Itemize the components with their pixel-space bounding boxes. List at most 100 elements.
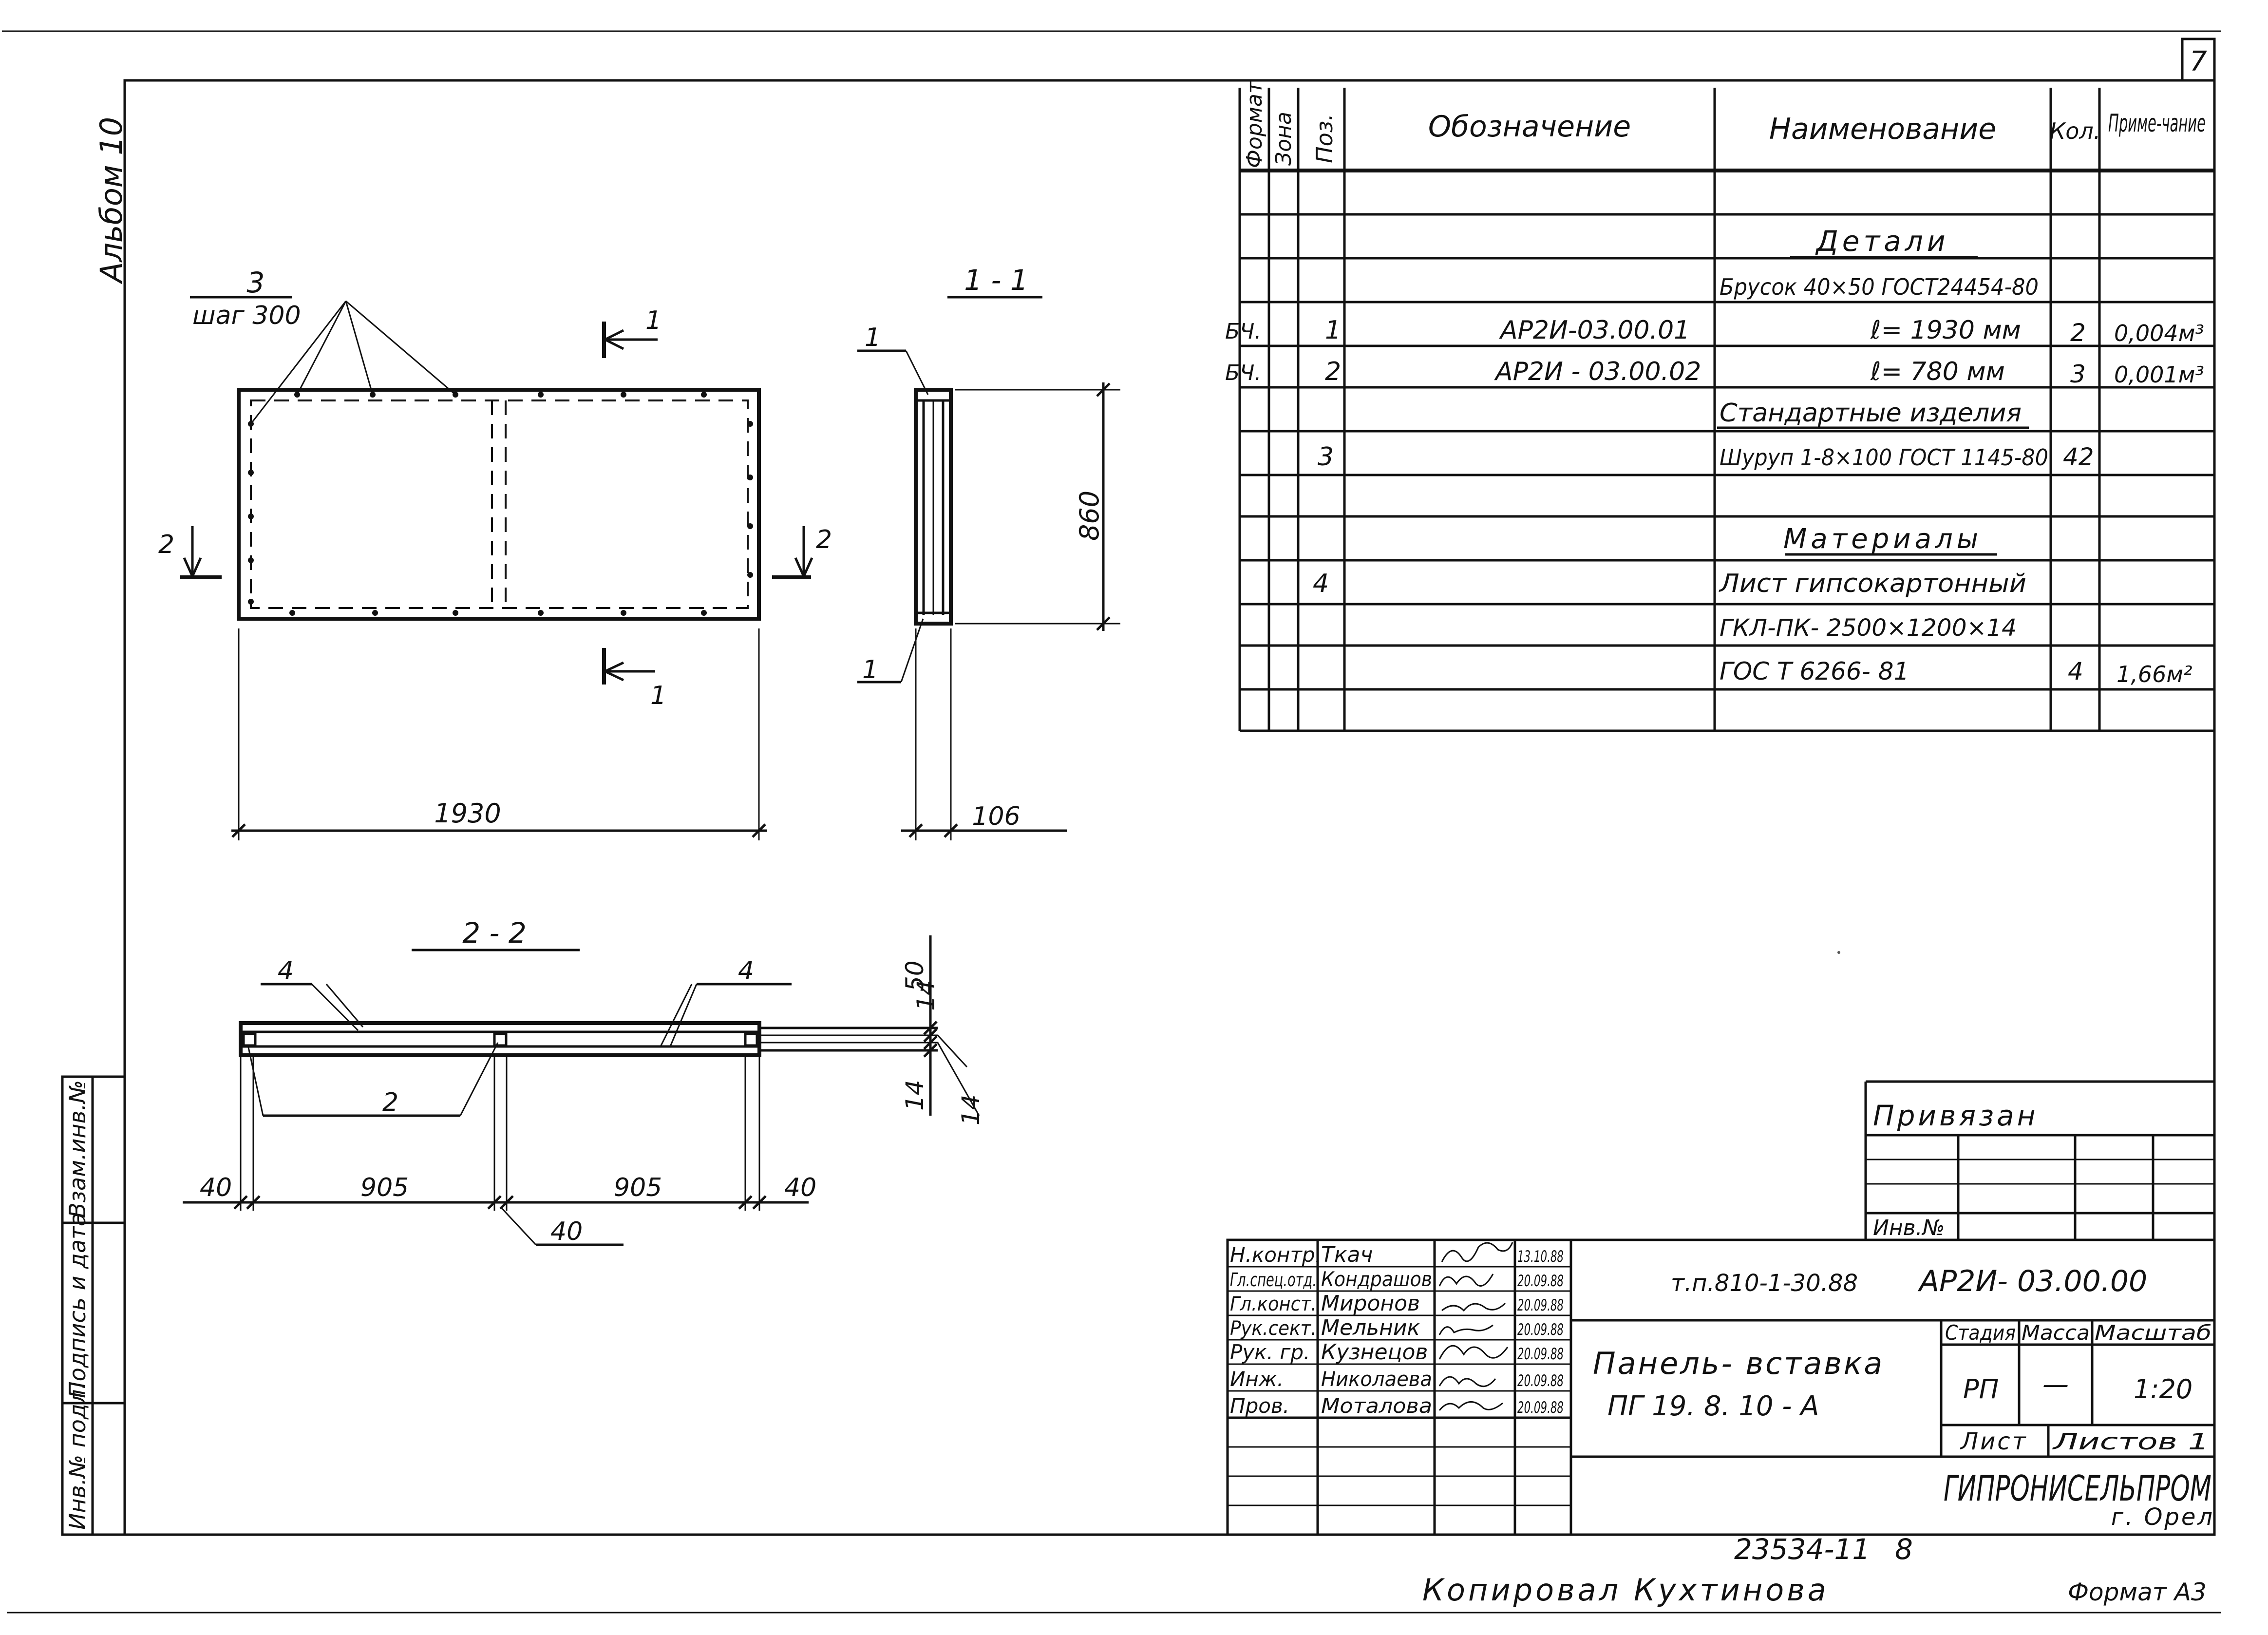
header-format: Формат <box>1242 80 1267 168</box>
stamp-signature-date: Подпись и дата <box>64 1213 91 1398</box>
section-1-1-title: 1 - 1 <box>964 264 1028 297</box>
role-inzh: Инж. <box>1230 1367 1284 1391</box>
cut-2-left: 2 <box>158 530 174 559</box>
date-0: 13.10.88 <box>1517 1247 1564 1266</box>
spec-row-4-note: 0,001м³ <box>2114 361 2204 388</box>
section-1-1: 1 - 1 1 1 860 106 <box>857 264 1120 840</box>
section-2-2-title: 2 - 2 <box>462 916 527 950</box>
binding-inv-label: Инв.№ <box>1873 1216 1945 1240</box>
spec-group-materials: Материалы <box>1783 523 1982 555</box>
name-kondrashov: Кондрашов <box>1321 1267 1432 1291</box>
callout-3: 3 <box>247 266 265 299</box>
dim-14-top: 14 <box>912 980 940 1011</box>
name-kuznetsov: Кузнецов <box>1321 1340 1428 1365</box>
name-motalova: Моталова <box>1321 1394 1432 1418</box>
spec-row-11-name: ГОС Т 6266- 81 <box>1720 657 1909 685</box>
date-4: 20.09.88 <box>1517 1345 1564 1363</box>
dim-106: 106 <box>972 802 1020 831</box>
name-mironov: Миронов <box>1321 1291 1420 1316</box>
section-2-2: 2 - 2 4 4 2 <box>183 916 985 1246</box>
doc-code: АР2И- 03.00.00 <box>1917 1264 2147 1298</box>
name-nikolaeva: Николаева <box>1321 1367 1432 1391</box>
stage-label: Стадия <box>1945 1321 2016 1345</box>
spec-row-3-designation: АР2И-03.00.01 <box>1499 316 1690 345</box>
copied-by: Копировал Кухтинова <box>1422 1572 1829 1608</box>
role-n-kontr: Н.контр. <box>1230 1243 1322 1267</box>
dim-905-left: 905 <box>360 1173 409 1202</box>
name-tkach: Ткач <box>1321 1242 1373 1267</box>
paper-format: Формат А3 <box>2068 1578 2207 1606</box>
cut-2-right: 2 <box>816 525 832 554</box>
organization-city: г. Орел <box>2111 1503 2214 1531</box>
header-note: Приме-чание <box>2108 109 2206 137</box>
item-title: Панель- вставка <box>1593 1346 1884 1381</box>
dim-40-left: 40 <box>200 1173 232 1202</box>
scale-value: 1:20 <box>2134 1374 2192 1405</box>
stamp-replace-inv: Взам.инв.№ <box>64 1080 91 1218</box>
header-name: Наименование <box>1769 112 1996 146</box>
archive-page: 8 <box>1895 1533 1913 1566</box>
header-zone: Зона <box>1271 112 1296 166</box>
mass-label: Масса <box>2022 1321 2090 1345</box>
callout-4a: 4 <box>278 956 294 986</box>
cut-1-top: 1 <box>645 306 662 335</box>
spec-row-11-note: 1,66м² <box>2117 661 2192 687</box>
spec-row-6-pos: 3 <box>1318 442 1334 472</box>
callout-3-step: шаг 300 <box>192 301 301 330</box>
callout-2: 2 <box>382 1088 398 1117</box>
binding-block: Привязан Инв.№ <box>1864 1080 2214 1240</box>
date-2: 20.09.88 <box>1517 1296 1564 1314</box>
header-pos: Поз. <box>1311 114 1338 163</box>
dim-50: 50 <box>901 960 929 991</box>
scale-label: Масштаб <box>2095 1321 2211 1345</box>
project-code: т.п.810-1-30.88 <box>1671 1270 1858 1297</box>
spec-row-3-format: БЧ. <box>1225 319 1261 344</box>
spec-table: Формат Зона Поз. Обозначение Наименовани… <box>1225 80 2214 732</box>
plan-view: 3 шаг 300 1 1 2 2 1930 <box>158 266 832 840</box>
drawing-frame <box>123 79 2216 1536</box>
signatures <box>1438 1242 1513 1411</box>
archive-number: 23534-11 <box>1734 1533 1870 1566</box>
spec-row-4-qty: 3 <box>2070 360 2086 388</box>
spec-row-6-name: Шуруп 1-8×100 ГОСТ 1145-80 <box>1720 444 2048 471</box>
spec-group-standard: Стандартные изделия <box>1720 399 2022 428</box>
sheet-label: Лист <box>1960 1428 2028 1455</box>
callout-4b: 4 <box>738 956 754 986</box>
spec-row-4-designation: АР2И - 03.00.02 <box>1494 357 1701 386</box>
spec-row-3-note: 0,004м³ <box>2114 320 2204 346</box>
header-designation: Обозначение <box>1428 110 1631 144</box>
role-ruk-gr: Рук. гр. <box>1230 1340 1310 1364</box>
spec-row-4-name: ℓ= 780 мм <box>1870 357 2005 386</box>
spec-row-9-name: Лист гипсокартонный <box>1719 569 2026 598</box>
date-3: 20.09.88 <box>1517 1320 1564 1339</box>
header-qty: Кол. <box>2050 118 2101 144</box>
role-gl-konst: Гл.конст. <box>1230 1293 1317 1315</box>
stage-value: РП <box>1963 1374 1999 1405</box>
organization: ГИПРОНИСЕЛЬПРОМ <box>1944 1468 2211 1509</box>
role-gl-spec: Гл.спец.отд. <box>1230 1269 1317 1291</box>
spec-row-9-pos: 4 <box>1313 569 1329 598</box>
role-ruk-sekt: Рук.сект. <box>1230 1317 1317 1340</box>
dim-14-bottom-right: 14 <box>957 1094 985 1125</box>
spec-row-4-format: БЧ. <box>1225 361 1261 385</box>
album-label: Альбом 10 <box>94 117 129 285</box>
spec-row-4-pos: 2 <box>1325 357 1341 386</box>
section-1-1-leader-top: 1 <box>865 323 881 352</box>
date-1: 20.09.88 <box>1517 1272 1564 1290</box>
dim-860: 860 <box>1074 491 1105 541</box>
binding-title: Привязан <box>1873 1099 2039 1132</box>
section-1-1-leader-bottom: 1 <box>862 655 878 684</box>
date-6: 20.09.88 <box>1517 1398 1564 1417</box>
dim-14-bottom-left: 14 <box>901 1080 929 1111</box>
item-code: ПГ 19. 8. 10 - А <box>1607 1390 1819 1422</box>
spec-row-11-qty: 4 <box>2068 657 2083 685</box>
title-block: Н.контр. Гл.спец.отд. Гл.конст. Рук.сект… <box>1226 1238 2216 1536</box>
role-prov: Пров. <box>1230 1394 1289 1418</box>
left-stamp: Инв.№ подл. Подпись и дата Взам.инв.№ <box>61 1075 126 1536</box>
mass-value: — <box>2042 1369 2069 1400</box>
dim-905-right: 905 <box>614 1173 662 1202</box>
cut-1-bottom: 1 <box>650 681 666 710</box>
spec-group-details: Детали <box>1814 225 1949 258</box>
